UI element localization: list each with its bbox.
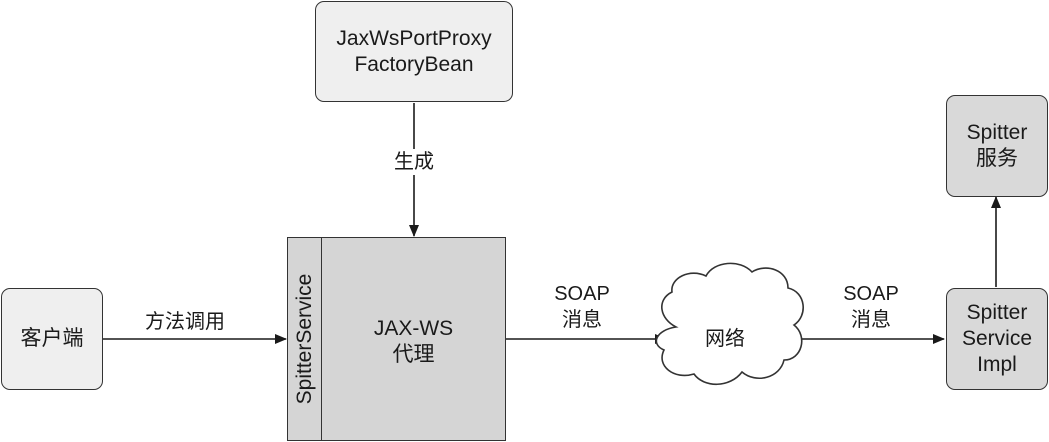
spitter-service-impl-node: Spitter Service Impl [946, 288, 1048, 390]
generate-edge-label: 生成 [384, 149, 444, 175]
spitter-service-interface-strip: SpitterService [288, 238, 322, 440]
spitter-service-node: Spitter 服务 [946, 95, 1048, 197]
network-cloud-shape [655, 262, 804, 386]
jaxws-proxy-label: JAX-WS 代理 [373, 317, 454, 366]
spitter-service-impl-label: Spitter Service Impl [961, 301, 1033, 376]
factory-bean-label: JaxWsPortProxy FactoryBean [336, 26, 492, 76]
spitter-service-interface-label: SpitterService [293, 273, 316, 405]
soap-message-edge-label-2: SOAP 消息 [843, 283, 899, 331]
spitter-service-label: Spitter 服务 [966, 121, 1028, 170]
jaxws-proxy-node: SpitterService JAX-WS 代理 [287, 237, 506, 441]
soap-message-edge-label-1: SOAP 消息 [554, 283, 610, 331]
factory-bean-node: JaxWsPortProxy FactoryBean [315, 1, 513, 102]
client-node: 客户端 [1, 288, 103, 390]
method-call-edge-label: 方法调用 [145, 311, 225, 333]
client-label: 客户端 [20, 327, 84, 350]
network-label: 网络 [705, 328, 745, 350]
